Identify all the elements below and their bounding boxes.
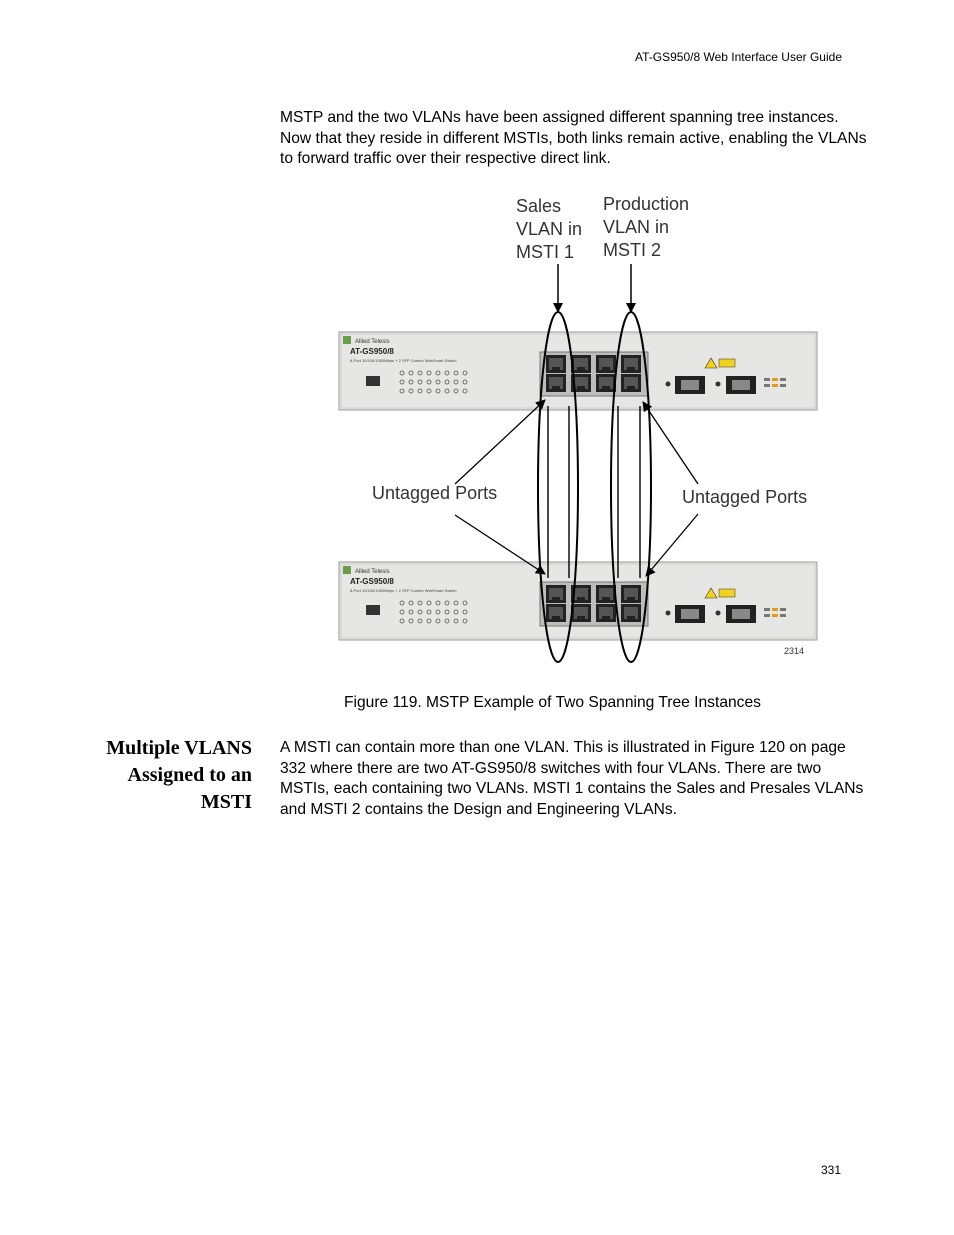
switch-bottom-subtitle: 8-Port 10/100/1000Mbps + 2 SFP Combo Web… — [350, 588, 456, 593]
section-heading: Multiple VLANS Assigned to an MSTI — [40, 735, 252, 816]
label-sales-line3: MSTI 1 — [516, 242, 574, 262]
switch-bottom-brand: Allied Telesis — [355, 569, 390, 575]
switch-bottom: Allied Telesis AT-GS950/8 8-Port 10/100/… — [338, 561, 818, 641]
switch-bottom-model: AT-GS950/8 — [350, 577, 394, 586]
label-production-line2: VLAN in — [603, 217, 669, 237]
figure-caption: Figure 119. MSTP Example of Two Spanning… — [344, 694, 761, 711]
section-heading-line: MSTI — [200, 791, 252, 813]
label-untagged-left: Untagged Ports — [372, 483, 497, 503]
switch-top-subtitle: 8-Port 10/100/1000Mbps + 2 SFP Combo Web… — [350, 358, 456, 363]
figure-id: 2314 — [784, 646, 804, 656]
page-number: 331 — [820, 1163, 841, 1177]
label-production-line3: MSTI 2 — [603, 240, 661, 260]
msti1-ellipse — [537, 311, 579, 663]
switch-top-brand: Allied Telesis — [355, 339, 390, 345]
msti2-ellipse — [610, 311, 652, 663]
label-untagged-right: Untagged Ports — [682, 487, 807, 507]
mstp-figure: Sales VLAN in MSTI 1 Production VLAN in … — [338, 194, 818, 663]
label-sales-line2: VLAN in — [516, 219, 582, 239]
arrow-untagged-left-top — [454, 399, 546, 485]
section-paragraph: A MSTI can contain more than one VLAN. T… — [280, 739, 864, 818]
link-lines — [547, 406, 641, 578]
arrow-untagged-left-bottom — [454, 514, 546, 575]
intro-paragraph: MSTP and the two VLANs have been assigne… — [280, 109, 867, 167]
label-sales-line1: Sales — [516, 196, 561, 216]
switch-top: Allied Telesis AT-GS950/8 8-Port 10/100/… — [338, 331, 818, 411]
section-heading-line: Multiple VLANS — [106, 737, 252, 759]
running-header: AT-GS950/8 Web Interface User Guide — [635, 50, 842, 64]
arrow-untagged-right-bottom — [645, 513, 699, 577]
label-production-line1: Production — [603, 194, 689, 214]
arrow-untagged-right-top — [642, 401, 699, 485]
switch-top-model: AT-GS950/8 — [350, 347, 394, 356]
section-heading-line: Assigned to an — [127, 764, 252, 786]
